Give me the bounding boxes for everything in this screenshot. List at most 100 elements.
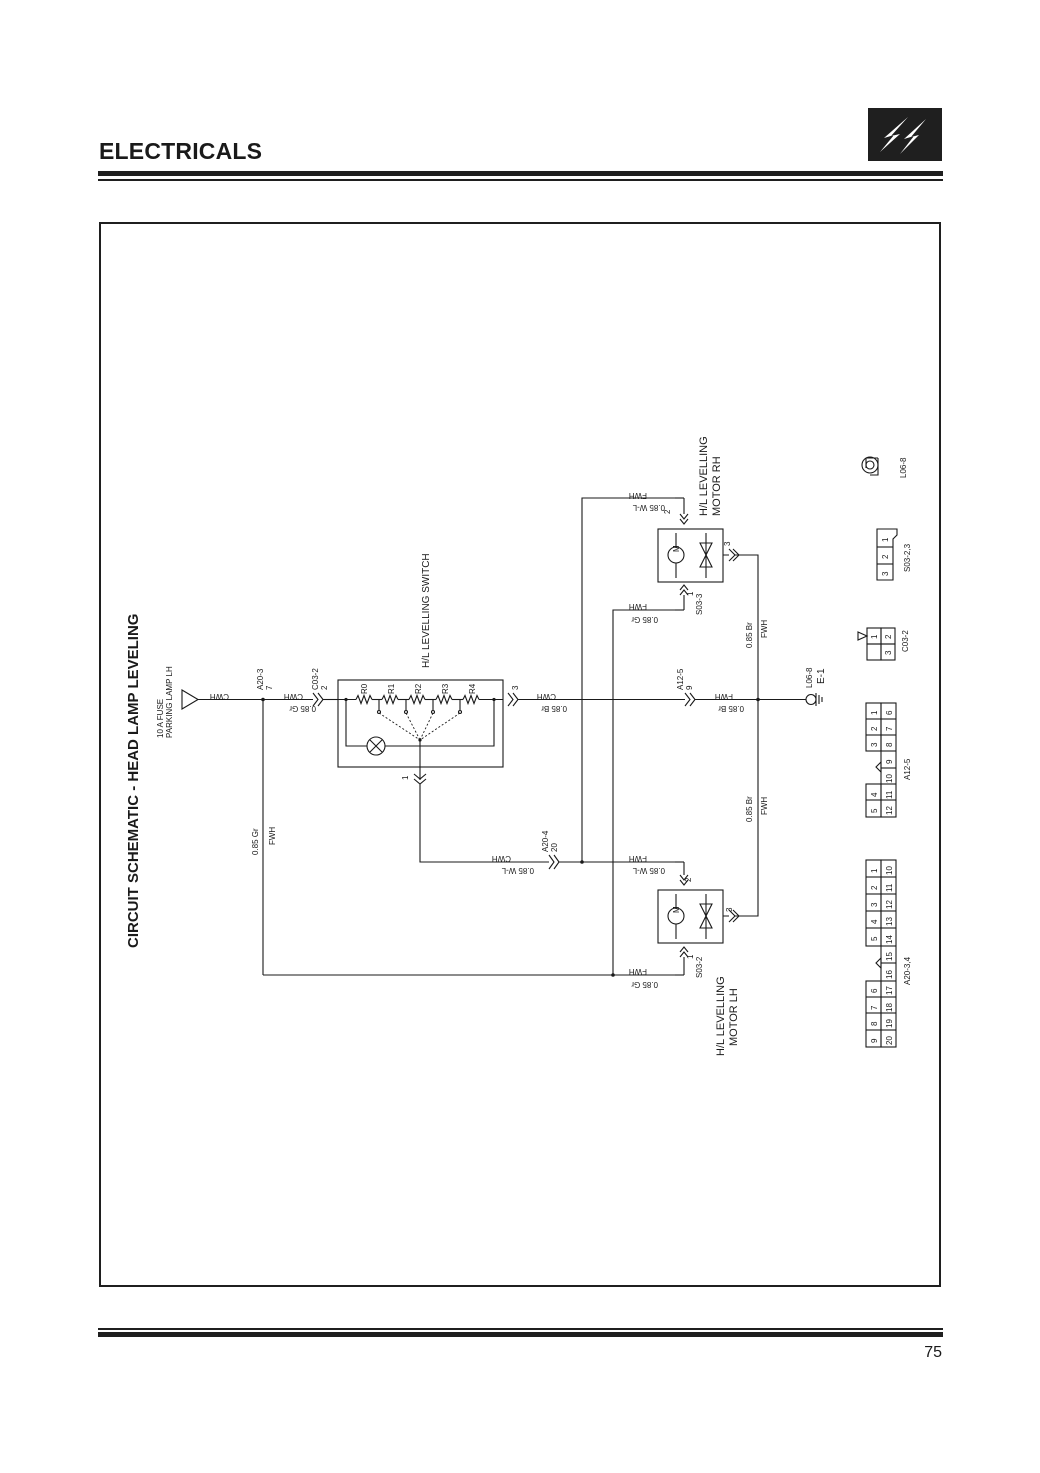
legend-a12-label: A12-5 (903, 758, 912, 780)
wire-label-wl-rh-top: 0.85 W-L (632, 503, 665, 512)
legend-l06-8-label: L06-8 (899, 457, 908, 478)
motor-lh-pin-2: 2 (684, 877, 693, 882)
wire-label-br-1: 0.85 Br (541, 704, 567, 713)
switch-pin-3: 3 (511, 685, 520, 690)
legend-a20-label: A20-3,4 (903, 956, 912, 985)
legend-a20-bot-11: 11 (885, 883, 894, 892)
conn-s03-2: S03-2 (695, 956, 704, 978)
legend-a12-bottom-row: 12 11 10 9 8 7 6 (880, 702, 897, 818)
legend-a20-bot-18: 18 (885, 1003, 894, 1012)
wire-label-cwh-4: CWH (492, 854, 511, 863)
legend-a12-bot-9: 9 (885, 759, 894, 764)
legend-s03-pin-1: 1 (881, 537, 890, 542)
legend-a20-top-8: 8 (870, 1021, 879, 1026)
wire-label-fwh-left: FWH (268, 827, 277, 845)
wire-label-gr-left: 0.85 Gr (251, 828, 260, 855)
conn-c03-2: C03-2 (311, 668, 320, 690)
legend-c03-label: C03-2 (901, 630, 910, 652)
ground-point-icon (805, 693, 817, 706)
legend-a12-top-2: 2 (870, 726, 879, 731)
wire-label-fwh-rh: FWH (760, 620, 769, 638)
wire-label-wl-4: 0.85 W-L (501, 866, 534, 875)
legend-a20-top-4: 4 (870, 919, 879, 924)
legend-c03-pin-1: 1 (870, 634, 879, 639)
legend-a20-top-3: 3 (870, 902, 879, 907)
motor-rh: M 2 3 1 S03-3 H/L LEVELLING MOTOR RH (657, 436, 740, 615)
legend-a20: 9 8 7 6 5 4 3 2 1 20 19 18 17 16 15 14 1… (865, 859, 912, 1048)
wire-label-wl-lh-top: 0.85 W-L (632, 866, 665, 875)
legend-c03-2: 1 2 3 C03-2 (857, 627, 910, 661)
legend-a20-bot-15: 15 (885, 952, 894, 961)
wire-label-fwh-lh-bot: FWH (629, 967, 647, 976)
legend-a20-top-2: 2 (870, 885, 879, 890)
legend-c03-pin-2: 2 (884, 634, 893, 639)
wire-label-fwh-main: FWH (715, 692, 733, 701)
footer-rule-thick (98, 1332, 943, 1337)
conn-a20-3-pin: 7 (265, 685, 274, 690)
wire-label-cwh-3: CWH (537, 692, 556, 701)
motor-lh-label-line2: MOTOR LH (728, 988, 740, 1046)
header-rule-thick (98, 171, 943, 176)
motor-lh-pin-1: 1 (686, 954, 695, 959)
legend-a12-bot-12: 12 (885, 806, 894, 815)
legend-a12-top-3: 3 (870, 742, 879, 747)
fuse-label-line1: 10 A FUSE (156, 699, 165, 738)
resistor-r1: R1 (387, 683, 396, 694)
legend-a20-bot-16: 16 (885, 970, 894, 979)
fuse-symbol (181, 689, 200, 710)
wire-label-br-main: 0.85 Br (718, 704, 744, 713)
resistor-r4: R4 (468, 683, 477, 694)
fuse-label-line2: PARKING LAMP LH (165, 666, 174, 738)
wire-label-fwh-lh: FWH (760, 797, 769, 815)
conn-a12-5-pin: 9 (685, 685, 694, 690)
motor-lh-label-line1: H/L LEVELLING (715, 976, 727, 1056)
legend-s03-label: S03-2,3 (903, 543, 912, 572)
legend-a12-bot-6: 6 (885, 710, 894, 715)
legend-a12-bot-7: 7 (885, 726, 894, 731)
legend-c03-pin-3: 3 (884, 650, 893, 655)
motor-lh: M 2 3 1 S03-2 H/L LEVELLING MOTOR LH (657, 861, 740, 1056)
legend-a12-top-4: 4 (870, 792, 879, 797)
motor-rh-pin-1: 1 (686, 591, 695, 596)
legend-a20-top-1: 1 (870, 868, 879, 873)
diagram-title: CIRCUIT SCHEMATIC - HEAD LAMP LEVELING (125, 614, 142, 948)
lightning-bolts-icon (868, 108, 942, 161)
legend-a20-bot-13: 13 (885, 917, 894, 926)
legend-a20-bot-10: 10 (885, 866, 894, 875)
motor-rh-label-line1: H/L LEVELLING (698, 436, 710, 516)
legend-a20-top-9: 9 (870, 1038, 879, 1043)
legend-a12-bot-11: 11 (885, 790, 894, 799)
diagram-frame (99, 222, 941, 1287)
conn-a12-5: A12-5 (676, 668, 685, 690)
motor-rh-pin-3: 3 (723, 541, 732, 546)
legend-a12-bot-10: 10 (885, 774, 894, 783)
legend-a12-top-row: 5 4 3 2 1 (865, 702, 882, 818)
legend-a20-top-5: 5 (870, 936, 879, 941)
ground-name: E-1 (816, 668, 827, 684)
legend-a20-bot-19: 19 (885, 1019, 894, 1028)
wire-label-gr-rh-bot: 0.85 Gr (631, 615, 658, 624)
wire-label-br-rh: 0.85 Br (745, 622, 754, 648)
legend-a20-top-6: 6 (870, 988, 879, 993)
legend-a12-bot-8: 8 (885, 742, 894, 747)
header-rule-thin (98, 179, 943, 181)
wire-label-cwh-2: CWH (284, 692, 303, 701)
wire-label-br-lh: 0.85 Br (745, 796, 754, 822)
legend-a20-bot-12: 12 (885, 900, 894, 909)
wire-label-gr-2: 0.85 Gr (289, 704, 316, 713)
page-number: 75 (924, 1344, 942, 1361)
resistor-r2: R2 (414, 683, 423, 694)
legend-s03-pin-3: 3 (881, 571, 890, 576)
switch-pin-1: 1 (401, 775, 410, 780)
ground-code: L06-8 (805, 667, 814, 688)
legend-s03-pin-2: 2 (881, 554, 890, 559)
conn-a20-3: A20-3 (256, 668, 265, 690)
wire-label-fwh-rh-top: FWH (629, 491, 647, 500)
motor-rh-label-line2: MOTOR RH (711, 456, 723, 516)
wire-label-fwh-lh-top: FWH (629, 854, 647, 863)
resistor-r0: R0 (360, 683, 369, 694)
legend-a20-bot-20: 20 (885, 1036, 894, 1045)
conn-a20-4: A20-4 (541, 830, 550, 852)
motor-lh-symbol: M (672, 906, 681, 913)
